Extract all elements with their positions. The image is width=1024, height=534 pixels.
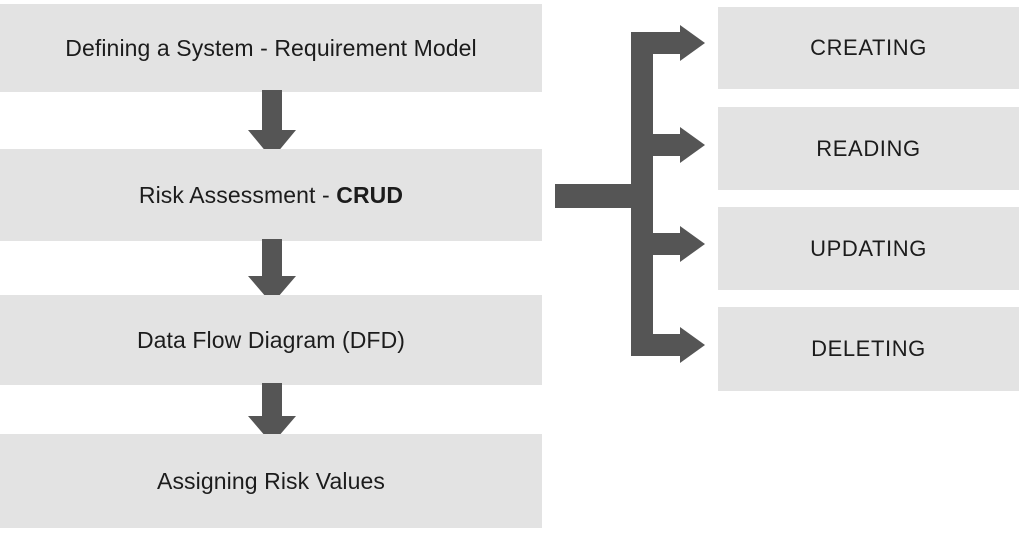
process-box-label: Defining a System - Requirement Model [65,34,477,61]
crud-box-reading[interactable]: READING [718,107,1019,190]
down-arrow-icon-3 [246,383,298,445]
crud-box-label: DELETING [811,336,926,361]
crud-box-label: CREATING [810,35,927,60]
process-box-data-flow-diagram[interactable]: Data Flow Diagram (DFD) [0,295,542,385]
process-box-label: Data Flow Diagram (DFD) [136,326,406,353]
down-arrow-icon-2 [246,239,298,305]
process-box-risk-assessment[interactable]: Risk Assessment - CRUD [0,149,542,241]
bracket-fan-out-icon [552,24,712,364]
process-box-label: Risk Assessment - CRUD [138,181,404,208]
process-box-assigning-risk-values[interactable]: Assigning Risk Values [0,434,542,528]
crud-box-creating[interactable]: CREATING [718,7,1019,89]
process-box-label-prefix: Risk Assessment - [138,181,337,208]
crud-box-label: READING [816,135,921,161]
crud-box-label: UPDATING [810,235,927,261]
process-box-label: Assigning Risk Values [157,467,385,494]
down-arrow-icon-1 [246,90,298,160]
process-box-label-emphasis: CRUD [336,181,404,208]
crud-box-updating[interactable]: UPDATING [718,207,1019,290]
process-box-defining-system[interactable]: Defining a System - Requirement Model [0,4,542,92]
crud-box-deleting[interactable]: DELETING [718,307,1019,391]
